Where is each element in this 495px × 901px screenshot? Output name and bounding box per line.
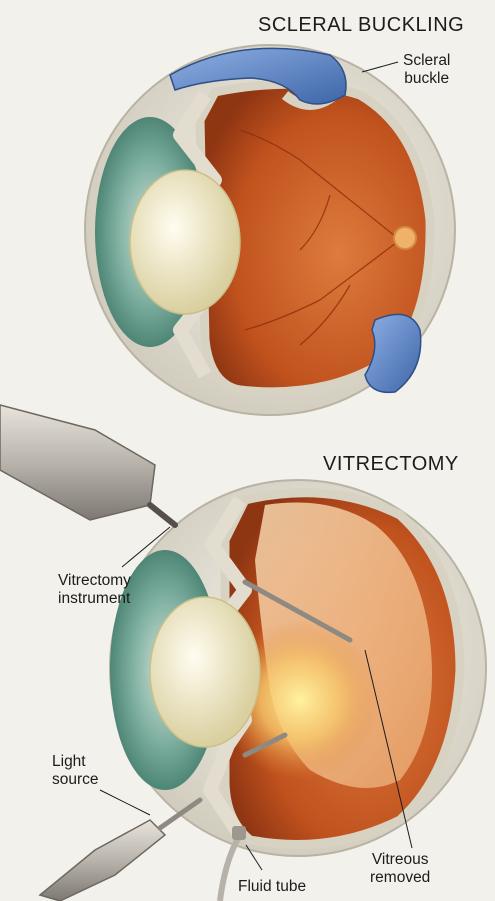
vitreous-removed-label-line1: Vitreous [370,851,430,869]
scleral-eye [85,45,455,415]
light-source-label: Light source [52,753,99,789]
light-source-label-line2: source [52,771,99,789]
light-source-label-line1: Light [52,753,99,771]
scleral-buckling-title: SCLERAL BUCKLING [258,14,464,37]
fluid-tube-label-line1: Fluid tube [238,878,306,896]
vitreous-removed-label-line2: removed [370,869,430,887]
optic-disc [394,227,416,249]
scleral-buckle-bottom [365,314,421,392]
fluid-tube [220,835,240,901]
fluid-tube-port [232,826,246,840]
light-source-handle [40,820,165,901]
fluid-tube-label: Fluid tube [238,878,306,896]
vitrectomy-title: VITRECTOMY [323,453,459,476]
scleral-buckle-leader [362,62,398,72]
vitrectomy-eye [0,405,486,901]
vitrectomy-instrument-label-line1: Vitrectomy [58,572,131,590]
scleral-buckle-label-line1: Scleral [403,52,450,70]
vitreous-removed-label: Vitreous removed [370,851,430,887]
light-source-leader [100,790,150,815]
lens-vit [150,597,260,747]
lens [130,170,240,314]
vitrectomy-tip [150,505,175,525]
vitrectomy-instrument-label-line2: instrument [58,590,131,608]
vitrectomy-handpiece [0,405,155,520]
scleral-buckle-label: Scleral buckle [403,52,450,88]
scleral-buckle-label-line2: buckle [403,70,450,88]
vitrectomy-instrument-label: Vitrectomy instrument [58,572,131,608]
